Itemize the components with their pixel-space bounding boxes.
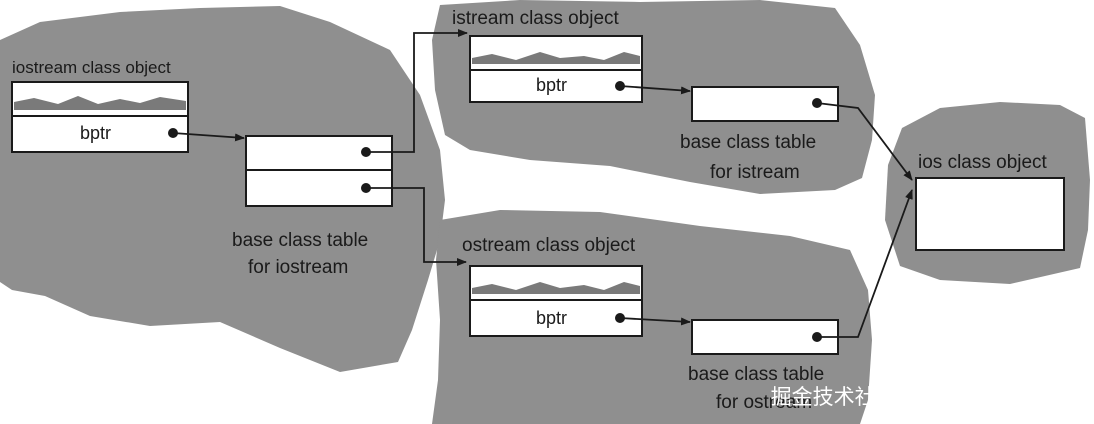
ostream-wave — [472, 282, 640, 294]
iostream-table-label-line2: for iostream — [248, 257, 348, 278]
arrow-istream-bptr-to-table — [619, 85, 691, 95]
arrow-ostream-table-to-ios — [817, 189, 913, 338]
arrow-istream-table-to-ios — [816, 102, 913, 181]
ios-object-box — [915, 177, 1065, 251]
arrow-ostream-bptr-to-table — [619, 317, 691, 326]
istream-bptr-label: bptr — [536, 75, 567, 95]
ostream-table-label-line1: base class table — [688, 364, 824, 385]
istream-object-box: bptr — [469, 35, 643, 103]
arrow-iostream-table-to-istream — [366, 29, 468, 153]
ostream-class-title: ostream class object — [462, 235, 636, 256]
istream-wave — [472, 52, 640, 64]
ostream-bptr-label: bptr — [536, 308, 567, 328]
ostream-table-label-line2: for ostream — [716, 392, 812, 413]
iostream-wave — [14, 96, 186, 110]
iostream-object-box: bptr — [11, 81, 189, 153]
istream-table-label-line1: base class table — [680, 132, 816, 153]
iostream-base-class-table — [245, 135, 393, 207]
iostream-table-label-line1: base class table — [232, 230, 368, 251]
ostream-region — [432, 210, 872, 424]
ios-class-title: ios class object — [918, 152, 1048, 173]
arrow-iostream-bptr-to-table — [172, 132, 245, 142]
iostream-bptr-label: bptr — [80, 123, 111, 143]
watermark-text: 掘金技术社区 @ 他日若遂凌云志 — [771, 385, 1078, 409]
istream-table-label-line2: for istream — [710, 162, 800, 183]
istream-class-title: istream class object — [452, 8, 620, 29]
iostream-class-title: iostream class object — [12, 58, 171, 77]
ostream-object-box: bptr — [469, 265, 643, 337]
arrow-iostream-table-to-ostream — [366, 187, 467, 266]
